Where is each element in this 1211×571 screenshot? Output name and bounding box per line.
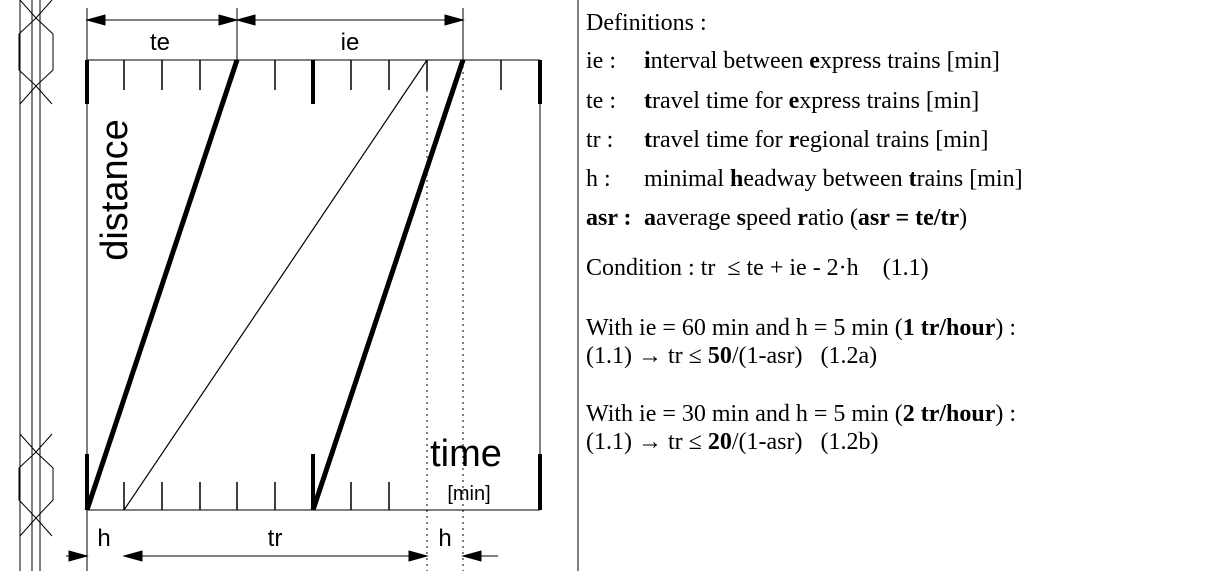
definition-term: tr : xyxy=(586,127,614,153)
bold-segment: asr = te/tr xyxy=(857,205,960,231)
definitions-heading: Definitions : xyxy=(586,10,707,36)
text-segment: With ie = 60 min and h = 5 min ( xyxy=(586,315,903,341)
definition-te: te : travel time for express trains [min] xyxy=(586,86,979,116)
text-segment: xpress trains [min] xyxy=(799,88,980,114)
bold-segment: r xyxy=(788,127,800,153)
case1-formula: (1.1) → tr ≤ 50/(1-asr) (1.2a) xyxy=(586,341,877,371)
station-bottom-symbol xyxy=(18,451,54,519)
definition-term: ie : xyxy=(586,48,616,74)
text-segment: minimal xyxy=(644,166,730,192)
dimension-tr xyxy=(122,550,429,562)
bold-segment: t xyxy=(908,166,917,192)
definition-tr: tr : travel time for regional trains [min… xyxy=(586,125,989,155)
bold-segment: e xyxy=(788,88,800,114)
regional-train-path xyxy=(123,59,428,511)
definition-text: minimal headway between trains [min] xyxy=(644,166,1023,192)
bold-segment: t xyxy=(644,127,652,153)
axis-label-distance: distance xyxy=(94,119,136,261)
definition-term: asr : xyxy=(586,205,632,231)
express-train-path-2 xyxy=(310,59,466,511)
text-segment: ) : xyxy=(995,315,1017,341)
top-ticks xyxy=(85,60,542,104)
bold-segment: h xyxy=(730,166,744,192)
label-h-left: h xyxy=(97,525,110,552)
label-h-right: h xyxy=(438,525,451,552)
text-segment: (1.1) → tr ≤ xyxy=(586,429,708,455)
text-segment: /(1-asr) (1.2b) xyxy=(731,429,879,455)
definition-text: travel time for regional trains [min] xyxy=(644,127,989,153)
definition-term: h : xyxy=(586,166,611,192)
definition-asr: asr : aaverage speed ratio (asr = te/tr) xyxy=(586,203,967,233)
bold-segment: i xyxy=(644,48,651,74)
label-te: te xyxy=(150,29,170,56)
axis-label-time: time xyxy=(430,433,502,475)
station-top-symbol xyxy=(18,17,54,87)
text-segment: With ie = 30 min and h = 5 min ( xyxy=(586,401,903,427)
bold-segment: s xyxy=(736,205,746,231)
bold-segment: 2 tr/hour xyxy=(902,401,996,427)
axis-label-time-unit: [min] xyxy=(447,483,490,505)
text-segment: egional trains [min] xyxy=(799,127,989,153)
case1-heading: With ie = 60 min and h = 5 min (1 tr/hou… xyxy=(586,313,1016,343)
bottom-ticks xyxy=(85,454,542,510)
text-segment: rains [min] xyxy=(916,166,1023,192)
bold-segment: 50 xyxy=(707,343,732,369)
dimension-h-right xyxy=(461,550,498,562)
case2-formula: (1.1) → tr ≤ 20/(1-asr) (1.2b) xyxy=(586,427,878,457)
dotted-guides xyxy=(426,60,464,571)
definition-h: h : minimal headway between trains [min] xyxy=(586,164,1023,194)
label-ie: ie xyxy=(341,29,360,56)
definition-text: aaverage speed ratio (asr = te/tr) xyxy=(644,205,967,231)
case2-heading: With ie = 30 min and h = 5 min (2 tr/hou… xyxy=(586,399,1016,429)
bold-segment: 1 tr/hour xyxy=(902,315,996,341)
dimension-h-left xyxy=(66,550,89,562)
definition-text: travel time for express trains [min] xyxy=(644,88,979,114)
condition-formula: Condition : tr ≤ te + ie - 2·h (1.1) xyxy=(586,255,929,281)
text-segment: average xyxy=(656,205,737,231)
text-segment: nterval between xyxy=(650,48,810,74)
definition-term: te : xyxy=(586,88,616,114)
text-segment: xpress trains [min] xyxy=(819,48,1000,74)
text-segment: peed xyxy=(745,205,798,231)
bold-segment: a xyxy=(644,205,656,231)
bold-segment: e xyxy=(809,48,820,74)
definition-ie: ie : interval between express trains [min… xyxy=(586,46,1000,76)
dimension-ie xyxy=(235,14,465,26)
label-tr: tr xyxy=(268,525,283,552)
text-segment: eadway between xyxy=(743,166,909,192)
express-train-path-1 xyxy=(84,59,240,511)
text-segment: ravel time for xyxy=(652,88,789,114)
text-segment: ) xyxy=(959,205,968,231)
text-segment: atio ( xyxy=(807,205,858,231)
text-segment: ) : xyxy=(995,401,1017,427)
text-segment: /(1-asr) (1.2a) xyxy=(731,343,878,369)
bold-segment: 20 xyxy=(707,429,732,455)
text-segment: ravel time for xyxy=(652,127,789,153)
track xyxy=(18,0,54,571)
text-segment: (1.1) → tr ≤ xyxy=(586,343,708,369)
bold-segment: t xyxy=(644,88,652,114)
bold-segment: r xyxy=(797,205,808,231)
dimension-te xyxy=(85,14,239,26)
definition-text: interval between express trains [min] xyxy=(644,48,1000,74)
